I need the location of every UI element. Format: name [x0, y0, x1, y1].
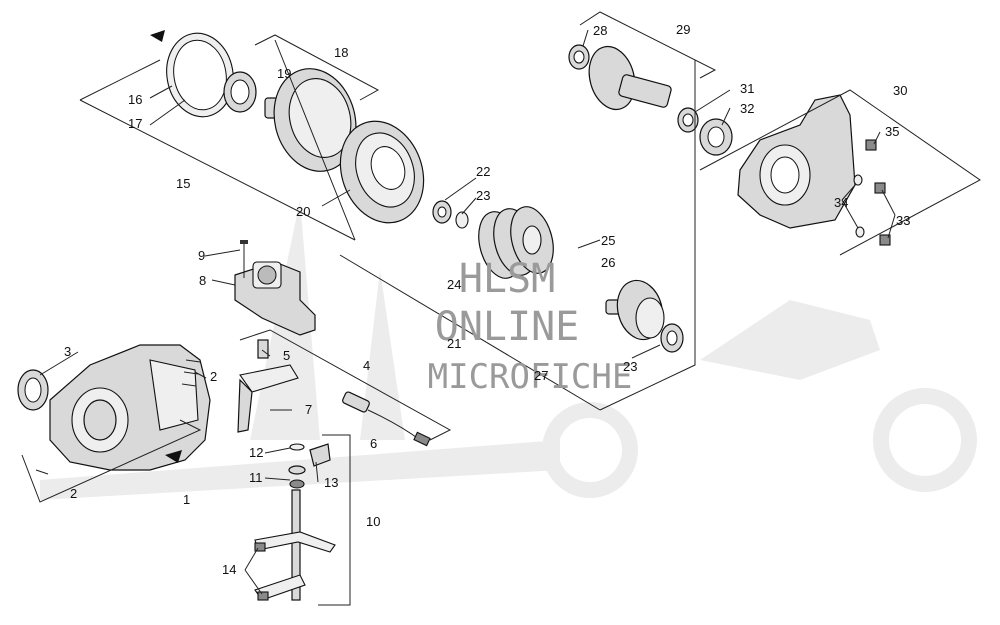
callout-29: 29	[676, 22, 690, 37]
gear-cluster-part	[478, 206, 554, 279]
callout-3: 3	[64, 344, 71, 359]
callout-33: 33	[896, 213, 910, 228]
input-shaft-part	[568, 44, 672, 111]
callout-11: 11	[249, 470, 263, 485]
callout-20: 20	[296, 204, 310, 219]
callout-30: 30	[893, 83, 907, 98]
callout-9: 9	[198, 248, 205, 263]
callout-8: 8	[199, 273, 206, 288]
drive-drum-part	[264, 68, 357, 172]
watermark-text: HLSM ONLINE MICROFICHE	[428, 256, 633, 397]
dowel-pins-part	[35, 359, 201, 475]
callout-1: 1	[183, 492, 190, 507]
callout-27: 27	[534, 368, 548, 383]
callout-31: 31	[740, 81, 754, 96]
clutch-cage-part	[339, 120, 425, 224]
callout-labels: 1 2 2 3 4 5 6 7 8 9 10 11 12 13 14 15 16…	[64, 22, 910, 577]
callout-24: 24	[447, 277, 461, 292]
seal-and-bearing-part	[677, 107, 733, 156]
callout-15: 15	[176, 176, 190, 191]
callout-23: 23	[623, 359, 637, 374]
shift-motor-part	[234, 240, 316, 336]
background-watermark-art	[40, 200, 977, 500]
sensor-part	[342, 391, 431, 447]
leader-lines	[21, 11, 981, 606]
callout-13: 13	[324, 475, 338, 490]
callout-19: 19	[277, 66, 291, 81]
callout-26: 26	[601, 255, 615, 270]
bracket-part	[237, 339, 299, 433]
callout-10: 10	[366, 514, 380, 529]
callout-6: 6	[370, 436, 377, 451]
watermark-line-1: HLSM	[459, 256, 555, 302]
watermark-line-3: MICROFICHE	[428, 357, 633, 397]
callout-34: 34	[834, 195, 848, 210]
callout-22: 22	[476, 164, 490, 179]
bearing-part	[223, 71, 257, 113]
callout-2: 2	[210, 369, 217, 384]
callout-2: 2	[70, 486, 77, 501]
arrow-marker-icon	[165, 450, 182, 463]
callout-5: 5	[283, 348, 290, 363]
callout-18: 18	[334, 45, 348, 60]
callout-7: 7	[305, 402, 312, 417]
small-bearing-part	[432, 200, 469, 229]
callout-16: 16	[128, 92, 142, 107]
oil-seal-part	[17, 369, 49, 411]
arrow-marker-icon	[150, 30, 165, 42]
side-cover-part	[737, 94, 856, 229]
callout-17: 17	[128, 116, 142, 131]
callout-14: 14	[222, 562, 236, 577]
shift-fork-assembly-part	[254, 443, 336, 601]
callout-25: 25	[601, 233, 615, 248]
callout-12: 12	[249, 445, 263, 460]
cover-bolts-part	[853, 139, 891, 246]
callout-4: 4	[363, 358, 370, 373]
callout-28: 28	[593, 23, 607, 38]
callout-23: 23	[476, 188, 490, 203]
watermark-line-2: ONLINE	[435, 304, 580, 350]
housing-cover-part	[49, 344, 211, 471]
callout-21: 21	[447, 336, 461, 351]
snap-ring-part	[166, 32, 234, 118]
callout-32: 32	[740, 101, 754, 116]
output-gear-part	[605, 279, 684, 353]
callout-35: 35	[885, 124, 899, 139]
